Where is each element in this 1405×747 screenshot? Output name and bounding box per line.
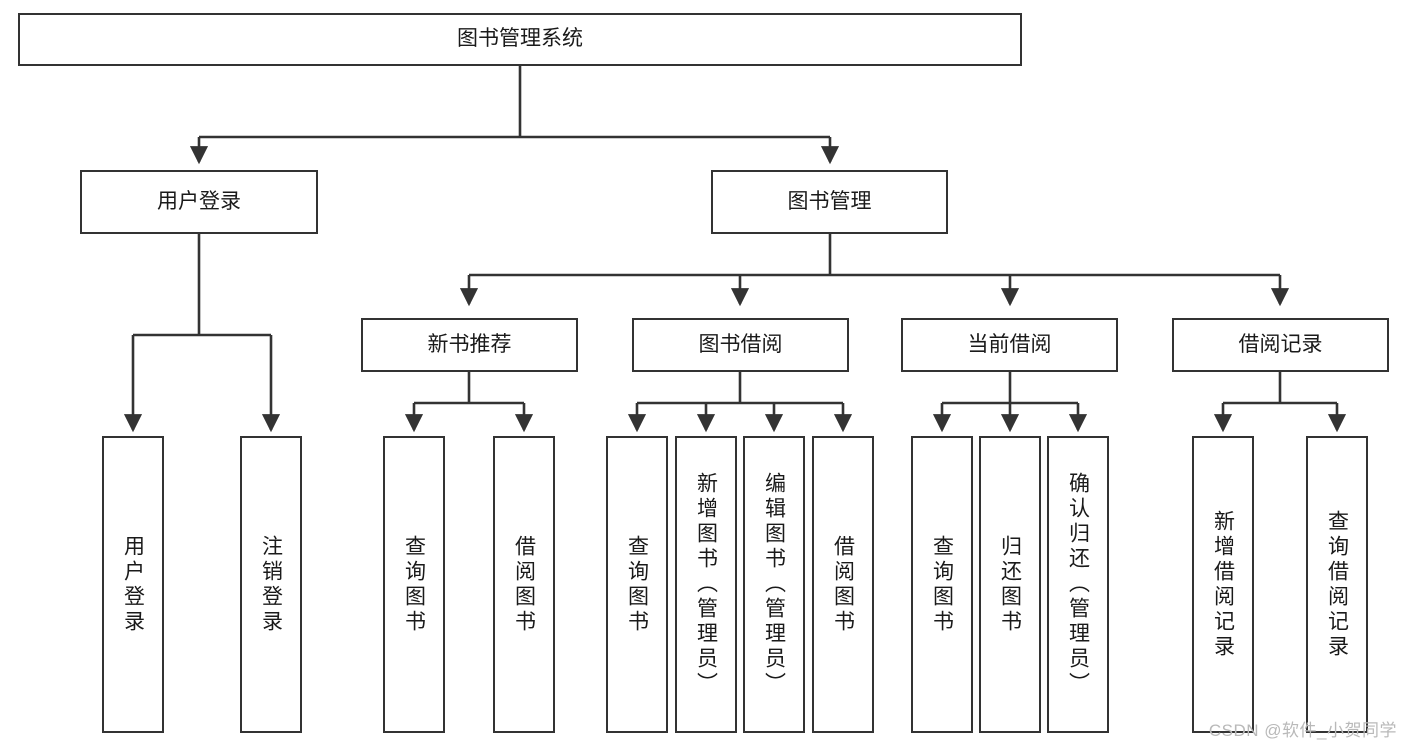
- node-leaf-borrow-book-2-label: 借阅图书: [831, 534, 855, 635]
- node-leaf-user-logout-label: 注销登录: [259, 534, 283, 635]
- node-user-login[interactable]: 用户登录: [80, 170, 318, 234]
- node-current-borrow[interactable]: 当前借阅: [901, 318, 1118, 372]
- node-leaf-query-book-1[interactable]: 查询图书: [383, 436, 445, 733]
- node-leaf-return-book-label: 归还图书: [998, 534, 1022, 635]
- node-leaf-query-book-2-label: 查询图书: [625, 534, 649, 635]
- node-leaf-user-logout[interactable]: 注销登录: [240, 436, 302, 733]
- node-book-manage-label: 图书管理: [787, 189, 872, 213]
- node-leaf-user-login[interactable]: 用户登录: [102, 436, 164, 733]
- node-borrow-record[interactable]: 借阅记录: [1172, 318, 1389, 372]
- node-root-label: 图书管理系统: [457, 27, 583, 51]
- node-leaf-user-login-label: 用户登录: [121, 534, 145, 635]
- node-leaf-borrow-book-1-label: 借阅图书: [512, 534, 536, 635]
- node-leaf-add-book[interactable]: 新增图书（管理员）: [675, 436, 737, 733]
- node-leaf-add-record-label: 新增借阅记录: [1211, 509, 1235, 660]
- node-leaf-add-record[interactable]: 新增借阅记录: [1192, 436, 1254, 733]
- node-book-manage[interactable]: 图书管理: [711, 170, 948, 234]
- node-leaf-query-book-1-label: 查询图书: [402, 534, 426, 635]
- node-leaf-query-book-3-label: 查询图书: [930, 534, 954, 635]
- node-book-borrow-label: 图书借阅: [698, 332, 783, 356]
- node-leaf-confirm-return[interactable]: 确认归还（管理员）: [1047, 436, 1109, 733]
- node-new-book-rec-label: 新书推荐: [427, 332, 512, 356]
- node-leaf-query-record-label: 查询借阅记录: [1325, 509, 1349, 660]
- node-leaf-add-book-label: 新增图书（管理员）: [694, 472, 718, 697]
- node-leaf-confirm-return-label: 确认归还（管理员）: [1066, 472, 1090, 697]
- node-current-borrow-label: 当前借阅: [967, 332, 1052, 356]
- node-leaf-query-book-3[interactable]: 查询图书: [911, 436, 973, 733]
- node-root[interactable]: 图书管理系统: [18, 13, 1022, 66]
- node-borrow-record-label: 借阅记录: [1238, 332, 1323, 356]
- node-leaf-edit-book-label: 编辑图书（管理员）: [762, 472, 786, 697]
- node-leaf-borrow-book-2[interactable]: 借阅图书: [812, 436, 874, 733]
- node-leaf-return-book[interactable]: 归还图书: [979, 436, 1041, 733]
- csdn-watermark: CSDN @软件_小贺同学: [1208, 721, 1397, 740]
- node-leaf-edit-book[interactable]: 编辑图书（管理员）: [743, 436, 805, 733]
- node-leaf-query-record[interactable]: 查询借阅记录: [1306, 436, 1368, 733]
- node-new-book-rec[interactable]: 新书推荐: [361, 318, 578, 372]
- node-user-login-label: 用户登录: [157, 189, 241, 213]
- node-leaf-query-book-2[interactable]: 查询图书: [606, 436, 668, 733]
- node-leaf-borrow-book-1[interactable]: 借阅图书: [493, 436, 555, 733]
- node-book-borrow[interactable]: 图书借阅: [632, 318, 849, 372]
